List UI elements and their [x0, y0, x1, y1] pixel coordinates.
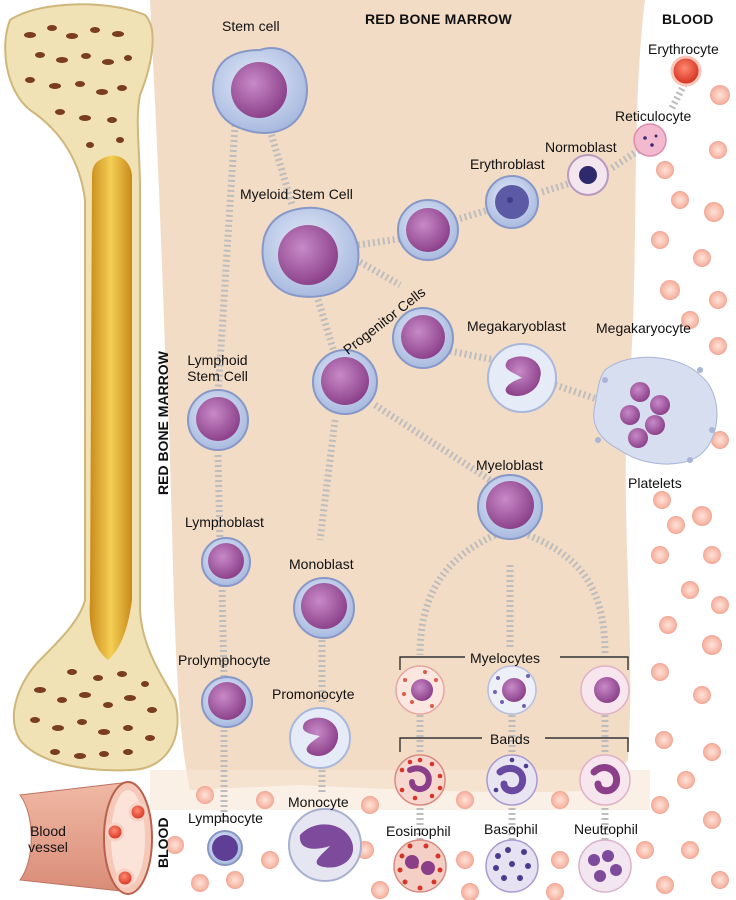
blood-vessel-label-line2: vessel: [28, 839, 68, 855]
normoblast-graphic: [567, 154, 609, 196]
myeloblast-graphic: [477, 474, 543, 540]
blood-vessel: [19, 781, 153, 895]
reticulocyte-graphic: [633, 123, 667, 157]
myelocyte-eosinophilic-graphic: [395, 665, 445, 715]
lymphoid-stem-cell-label-line2: Stem Cell: [187, 368, 248, 384]
bands-label: Bands: [490, 731, 530, 747]
blood-rbc-field: [166, 85, 730, 900]
progenitor-cell-erythroid-graphic: [397, 199, 459, 261]
megakaryocyte-graphic: [593, 356, 718, 465]
basophil-graphic: [485, 839, 539, 893]
monoblast-label: Monoblast: [289, 556, 354, 572]
blood-vessel-label-line1: Blood: [30, 823, 66, 839]
lymphoblast-label: Lymphoblast: [185, 514, 264, 530]
lymphoid-stem-cell-label-line1: Lymphoid: [187, 352, 248, 368]
megakaryoblast-graphic: [487, 343, 557, 413]
band-neutrophilic-graphic: [579, 754, 631, 806]
red-bone-marrow-side-label: RED BONE MARROW: [155, 351, 171, 495]
reticulocyte-label: Reticulocyte: [615, 108, 692, 124]
promonocyte-label: Promonocyte: [272, 686, 355, 702]
monoblast-graphic: [293, 577, 355, 639]
erythrocyte-label: Erythrocyte: [648, 41, 719, 57]
erythroblast-label: Erythroblast: [470, 156, 545, 172]
progenitor-cell-megakaryocytic-graphic: [392, 307, 454, 369]
lymphocyte-graphic: [207, 830, 243, 866]
myelocyte-basophilic-graphic: [487, 665, 537, 715]
myelocytes-bracket: [399, 656, 629, 670]
red-bone-marrow-header: RED BONE MARROW: [365, 11, 512, 27]
myeloblast-label: Myeloblast: [476, 457, 543, 473]
bands-bracket: [399, 737, 629, 752]
lymphoid-stem-cell-graphic: [187, 389, 249, 451]
monocyte-graphic: [288, 808, 362, 882]
megakaryocyte-label: Megakaryocyte: [596, 320, 691, 336]
monocyte-label: Monocyte: [288, 794, 349, 810]
prolymphocyte-label: Prolymphocyte: [178, 652, 271, 668]
band-basophilic-graphic: [486, 754, 538, 806]
blood-header: BLOOD: [662, 11, 714, 27]
myelocyte-neutrophilic-graphic: [580, 665, 630, 715]
band-eosinophilic-graphic: [394, 754, 446, 806]
eosinophil-graphic: [393, 839, 447, 893]
blood-side-label: BLOOD: [155, 817, 171, 868]
lymphoid-stem-cell-label: Lymphoid Stem Cell: [180, 352, 255, 384]
blood-vessel-label: Blood vessel: [22, 823, 74, 855]
myelocytes-label: Myelocytes: [470, 650, 541, 666]
basophil-label: Basophil: [484, 821, 538, 837]
stem-cell-graphic: [212, 47, 308, 134]
normoblast-label: Normoblast: [545, 139, 617, 155]
progenitor-cell-myelomonocytic-graphic: [312, 349, 378, 415]
megakaryoblast-label: Megakaryoblast: [467, 318, 566, 334]
prolymphocyte-graphic: [201, 676, 253, 728]
promonocyte-graphic: [289, 707, 351, 769]
lineage-connectors: [214, 83, 688, 840]
eosinophil-label: Eosinophil: [386, 823, 451, 839]
stem-cell-label: Stem cell: [222, 18, 280, 34]
lymphoblast-graphic: [201, 537, 251, 587]
erythrocyte-graphic: [670, 55, 702, 87]
femur-bone: [4, 3, 179, 772]
lymphocyte-label: Lymphocyte: [188, 810, 263, 826]
myeloid-stem-cell-graphic: [261, 206, 360, 298]
neutrophil-label: Neutrophil: [574, 821, 638, 837]
neutrophil-graphic: [578, 839, 632, 893]
platelets-label: Platelets: [628, 475, 682, 491]
myeloid-stem-cell-label: Myeloid Stem Cell: [240, 186, 353, 202]
erythroblast-graphic: [485, 175, 539, 229]
